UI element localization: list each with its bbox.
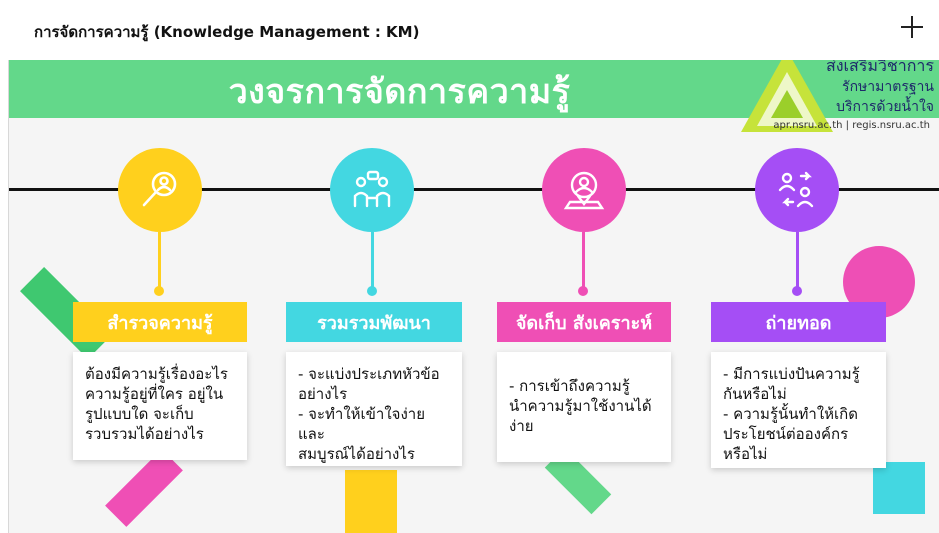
step-3-card: - การเข้าถึงความรู้ นำความรู้มาใช้งานได้…: [497, 352, 671, 462]
step-4-label: ถ่ายทอด: [711, 302, 886, 342]
logo-websites: apr.nsru.ac.th | regis.nsru.ac.th: [773, 120, 930, 131]
step-2-label: รวมรวมพัฒนา: [286, 302, 462, 342]
decor-cyan-square: [873, 462, 925, 514]
step-2-connector: [371, 232, 374, 290]
step-4-circle: [755, 148, 839, 232]
banner-title: วงจรการจัดการความรู้: [228, 72, 571, 112]
step-3-dot: [578, 286, 588, 296]
window-title: การจัดการความรู้ (Knowledge Management :…: [34, 23, 420, 41]
logo-line-1: ส่งเสริมวิชาการ: [825, 60, 934, 75]
slide: วงจรการจัดการความรู้ ส่งเสริมวิชาการ รัก…: [8, 60, 939, 533]
step-1-circle: [118, 148, 202, 232]
step-3-connector: [582, 232, 585, 290]
window-header: การจัดการความรู้ (Knowledge Management :…: [0, 0, 939, 60]
discussion-icon: [353, 170, 391, 208]
step-1-connector: [158, 232, 161, 290]
step-4-connector: [796, 232, 799, 290]
location-person-icon: [563, 171, 605, 210]
step-2-circle: [330, 148, 414, 232]
step-3-label: จัดเก็บ สังเคราะห์: [497, 302, 671, 342]
search-person-icon: [142, 171, 177, 207]
step-1-card: ต้องมีความรู้เรื่องอะไร ความรู้อยู่ที่ใค…: [73, 352, 247, 460]
step-4-card: - มีการแบ่งปันความรู้ กันหรือไม่ - ความร…: [711, 352, 886, 468]
step-3-circle: [542, 148, 626, 232]
step-1-label: สำรวจความรู้: [73, 302, 247, 342]
logo-line-3: บริการด้วยน้ำใจ: [836, 99, 934, 115]
decor-yellow-block: [345, 470, 397, 533]
triangle-logo-icon: [741, 60, 833, 132]
plus-icon[interactable]: [899, 14, 925, 40]
step-2-card: - จะแบ่งประเภทหัวข้อ อย่างไร - จะทำให้เข…: [286, 352, 462, 466]
step-1-dot: [154, 286, 164, 296]
logo: ส่งเสริมวิชาการ รักษามาตรฐาน บริการด้วยน…: [731, 60, 939, 142]
exchange-people-icon: [778, 171, 814, 208]
step-2-dot: [367, 286, 377, 296]
logo-line-2: รักษามาตรฐาน: [842, 79, 934, 95]
timeline-line: [9, 188, 939, 191]
step-4-dot: [792, 286, 802, 296]
decor-pink-bar: [105, 449, 183, 527]
